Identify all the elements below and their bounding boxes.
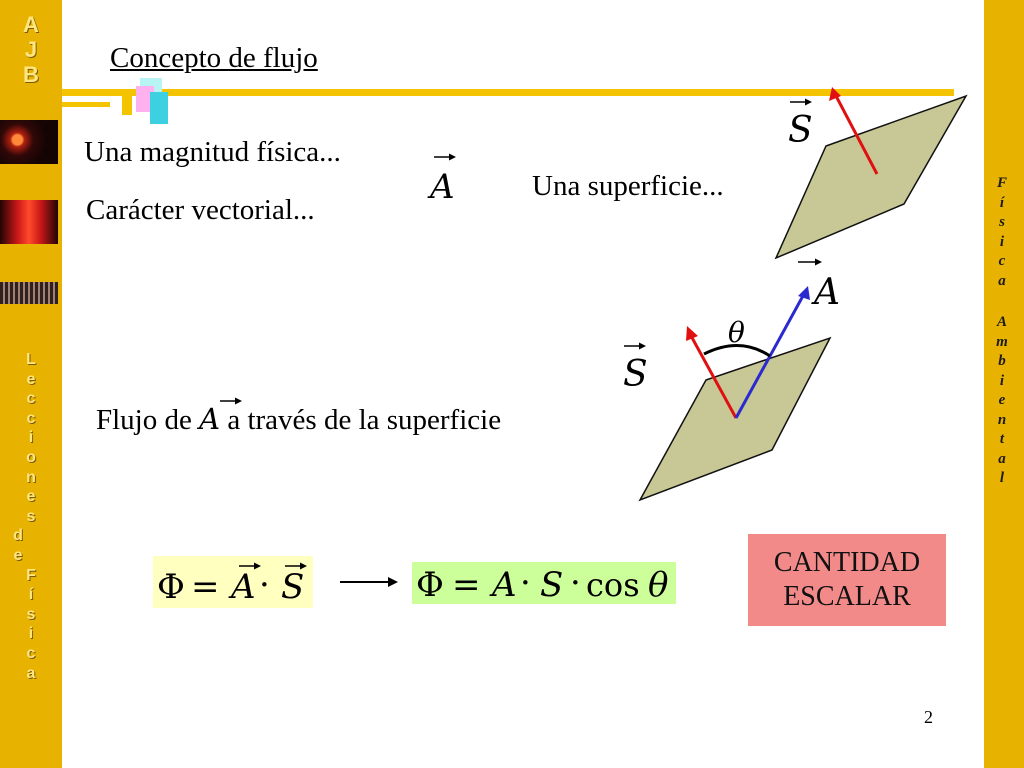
title-bar-line	[62, 89, 954, 96]
flux-sentence: Flujo de A a través de la superficie	[96, 402, 501, 437]
right-sidebar-label: F í s i c a A m b i e n t a l	[996, 175, 1008, 486]
formula1-dot: ·	[259, 565, 270, 605]
formula2-a: A	[489, 565, 517, 604]
deco-square-turquoise	[150, 92, 168, 124]
flux-var: A	[199, 402, 221, 436]
flux-prefix: Flujo de	[96, 404, 200, 436]
thumbnail-image-2	[0, 200, 58, 244]
flux-suffix: a través de la superficie	[220, 404, 502, 436]
formula2-phi: Φ	[416, 565, 444, 604]
vector-a-letter: A	[427, 167, 455, 207]
formula1-phi: Φ	[157, 567, 185, 607]
thumbnail-image-1	[0, 120, 58, 164]
deco-square-yellow	[122, 89, 132, 115]
formula1-eq: =	[191, 567, 220, 607]
title-decoration	[62, 78, 954, 124]
formula1-a: A	[228, 567, 256, 607]
right-sidebar	[984, 0, 1024, 768]
lower-a-label: A	[811, 272, 840, 313]
vector-a-label: A	[427, 153, 456, 207]
theta-arc	[703, 344, 771, 358]
formula2-s: S	[540, 565, 563, 604]
lower-s-label: S	[623, 354, 648, 395]
implies-arrow	[340, 577, 398, 587]
left-sidebar-bottom-label: L e c c i o n e s d e F í s i c a	[13, 351, 36, 682]
formula-dot-product: Φ = A · S	[153, 556, 313, 608]
flux-var-arrow	[220, 397, 242, 405]
thumbnail-image-3	[0, 282, 58, 304]
formula2-eq: =	[452, 565, 481, 604]
formula2-theta: θ	[648, 565, 668, 604]
lower-surface-diagram: θ A S	[623, 258, 840, 502]
formula2-dot1: ·	[520, 563, 531, 603]
lower-normal-arrow	[688, 333, 738, 419]
cantidad-line1: CANTIDAD	[773, 547, 921, 578]
title-bar-short	[62, 102, 110, 107]
formula1-s: S	[281, 567, 304, 607]
left-sidebar-top-label: A J B	[23, 12, 39, 87]
surface-text: Una superficie...	[532, 170, 724, 202]
slide-title: Concepto de flujo	[110, 42, 318, 74]
line-magnitud: Una magnitud física...	[84, 136, 341, 168]
deco-square-pink	[136, 86, 154, 112]
formula-scalar: Φ = A · S · cos θ	[412, 562, 676, 604]
cantidad-line2: ESCALAR	[783, 581, 911, 612]
formula2-dot2: ·	[570, 563, 581, 603]
formula2-cos: cos	[586, 566, 640, 604]
upper-surface-diagram: S	[774, 87, 968, 260]
page-number: 2	[924, 707, 933, 727]
upper-normal-arrow	[833, 93, 879, 175]
lower-plane	[638, 336, 832, 502]
line-vectorial: Carácter vectorial...	[86, 194, 315, 226]
upper-s-label: S	[788, 110, 813, 151]
cantidad-escalar-box: CANTIDAD ESCALAR	[748, 534, 946, 626]
theta-label: θ	[728, 316, 745, 349]
upper-plane	[774, 94, 968, 260]
